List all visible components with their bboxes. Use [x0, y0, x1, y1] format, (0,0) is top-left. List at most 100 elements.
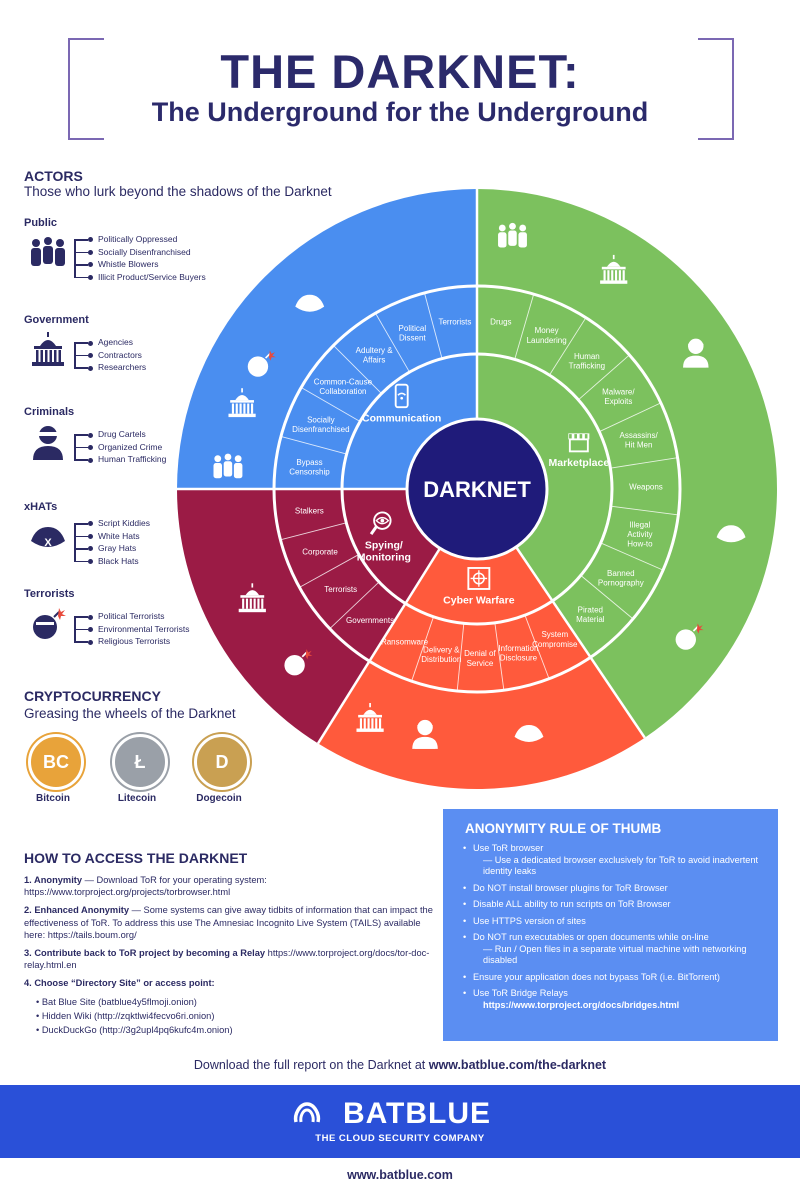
rule-item-text: Use ToR browser — [473, 843, 544, 853]
bomb-icon — [28, 604, 68, 644]
bullet-dot — [88, 274, 93, 280]
directory-site-list: • Bat Blue Site (batblue4y5flmoji.onion)… — [36, 996, 444, 1037]
item-divider — [411, 616, 434, 682]
actor-group-item: Organized Crime — [74, 442, 162, 452]
capitol-building-icon — [228, 388, 256, 418]
bullet-dot — [88, 237, 93, 243]
bullet-dot — [88, 445, 93, 450]
wheel-item-label: Assassins/Hit Men — [619, 431, 658, 450]
bullet-dot — [88, 614, 93, 620]
coin-label: Bitcoin — [36, 793, 70, 804]
actor-group-item: Whistle Blowers — [74, 259, 158, 269]
download-link[interactable]: www.batblue.com/the-darknet — [428, 1058, 607, 1072]
rule-item-subtext[interactable]: https://www.torproject.org/docs/bridges.… — [483, 999, 680, 1010]
connector-dash — [74, 239, 88, 241]
wheel-item-label: Corporate — [302, 548, 338, 557]
actor-item-label: Politically Oppressed — [98, 234, 178, 244]
how-to-item: 3. Contribute back to ToR project by bec… — [24, 947, 444, 971]
rule-of-thumb-panel: ANONYMITY RULE OF THUMB Use ToR browser—… — [443, 809, 778, 1041]
directory-site-label[interactable]: Bat Blue Site (batblue4y5flmoji.onion) — [41, 996, 197, 1007]
segment-outer-band — [177, 489, 477, 744]
wheel-item-label: Malware/Exploits — [602, 388, 635, 407]
bullet-dot — [88, 627, 93, 632]
segment-title-spying: Spying/Monitoring — [357, 540, 411, 564]
masked-criminal-icon — [683, 338, 709, 368]
actor-item-label: Environmental Terrorists — [98, 623, 190, 634]
bullet-dot — [88, 457, 93, 463]
how-to-text: — Some systems can give away tidbits of … — [24, 905, 433, 940]
segment-outer-band — [318, 489, 645, 790]
segment-title-communication: Communication — [362, 413, 441, 425]
rule-item-text: Disable ALL ability to run scripts on To… — [473, 899, 671, 909]
actor-item-label: Organized Crime — [98, 441, 163, 452]
bullet-dot — [88, 533, 93, 539]
coin-litecoin-icon: Ł — [112, 734, 168, 790]
download-prefix: Download the full report on the Darknet … — [193, 1058, 429, 1072]
people-group-icon — [498, 222, 527, 248]
wheel-item-label: Terrorists — [324, 585, 357, 594]
actor-item-label: Religious Terrorists — [98, 636, 171, 647]
brand-name: BATBLUE — [342, 1097, 492, 1130]
actor-item-label: Agencies — [98, 337, 133, 348]
rule-item: Use ToR Bridge Relayshttps://www.torproj… — [463, 988, 768, 1011]
batblue-logo-icon — [293, 1102, 321, 1123]
item-divider — [333, 345, 382, 394]
actor-group-item: Political Terrorists — [74, 611, 164, 621]
how-to-item: 4. Choose “Directory Site” or access poi… — [24, 977, 444, 989]
directory-site-label[interactable]: DuckDuckGo (http://3g2upl4pq6kufc4m.onio… — [41, 1025, 233, 1036]
svg-text:X: X — [307, 303, 314, 313]
how-to-text: — Download ToR for your operating system… — [24, 875, 267, 898]
how-to-number: 3. — [24, 948, 35, 959]
footer-bar — [0, 1085, 800, 1158]
connector-dash — [74, 276, 88, 278]
item-divider — [580, 575, 634, 620]
connector-dash — [74, 548, 88, 550]
rule-item-text: Do NOT install browser plugins for ToR B… — [473, 882, 668, 893]
rule-item: Use HTTPS version of sites — [463, 916, 768, 928]
item-divider — [599, 402, 662, 433]
directory-site-item[interactable]: • Hidden Wiki (http://zqktlwi4fecvo6ri.o… — [36, 1010, 215, 1021]
right-bracket-decoration — [698, 38, 734, 140]
wheel-item-label: Adultery &Affairs — [356, 346, 394, 365]
actor-group-item: Script Kiddies — [74, 518, 150, 528]
connector-dash — [74, 641, 88, 643]
crypto-subheading: Greasing the wheels of the Darknet — [24, 706, 236, 721]
directory-site-label[interactable]: Hidden Wiki (http://zqktlwi4fecvo6ri.oni… — [41, 1010, 215, 1021]
svg-text:X: X — [44, 537, 52, 549]
coin-dogecoin-icon: D — [194, 734, 250, 790]
crypto-heading: CRYPTOCURRENCY — [24, 688, 161, 704]
wheel-item-label: Drugs — [490, 318, 511, 327]
bomb-icon — [247, 350, 276, 377]
coin-bitcoin-icon: BC — [28, 734, 84, 790]
directory-site-item[interactable]: • DuckDuckGo (http://3g2upl4pq6kufc4m.on… — [36, 1025, 233, 1036]
segment-outer-band — [477, 189, 778, 738]
website-link[interactable]: www.batblue.com — [347, 1168, 453, 1182]
page-title: THE DARKNET: — [220, 45, 580, 98]
actor-group-title: Terrorists — [24, 588, 75, 600]
how-to-item: 2. Enhanced Anonymity — Some systems can… — [24, 904, 444, 941]
svg-text:X: X — [728, 533, 735, 543]
actor-group-item: Socially Disenfranchised — [74, 247, 191, 257]
hat-icon: X — [514, 725, 544, 743]
segment-boundary — [515, 546, 646, 739]
directory-site-item[interactable]: • Bat Blue Site (batblue4y5flmoji.onion) — [36, 996, 197, 1007]
actor-group-item: Environmental Terrorists — [74, 624, 190, 634]
actor-item-label: Researchers — [98, 362, 147, 373]
rule-of-thumb-heading: ANONYMITY RULE OF THUMB — [465, 821, 662, 836]
bullet-dot — [88, 546, 93, 552]
connector-dash — [74, 616, 88, 618]
magnifier-eye-icon — [369, 511, 392, 535]
bomb-icon — [675, 623, 704, 650]
rule-item-subtext: — Use a dedicated browser exclusively fo… — [483, 854, 759, 877]
item-divider — [610, 457, 678, 469]
connector-dash — [74, 434, 88, 436]
connector-dash — [74, 264, 88, 266]
rule-item: Ensure your application does not bypass … — [463, 972, 768, 984]
segment-boundary — [316, 547, 441, 745]
wheel-item-label: Governments — [346, 616, 394, 625]
